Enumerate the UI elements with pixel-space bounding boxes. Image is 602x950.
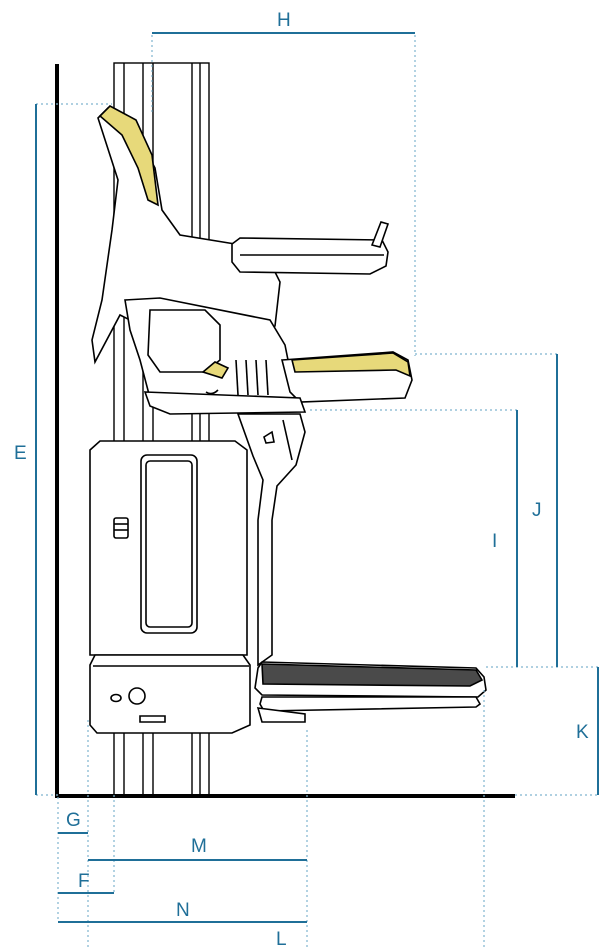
label-H: H bbox=[277, 10, 291, 31]
base-knob bbox=[128, 687, 146, 705]
wall-and-floor bbox=[55, 64, 515, 798]
dimension-lines bbox=[35, 32, 599, 923]
support-leg bbox=[236, 413, 306, 667]
label-K: K bbox=[576, 722, 589, 743]
seat bbox=[91, 105, 413, 415]
label-J: J bbox=[532, 500, 542, 521]
reference-lines bbox=[36, 35, 598, 950]
label-E: E bbox=[14, 443, 27, 464]
label-N: N bbox=[176, 900, 190, 921]
label-M: M bbox=[191, 836, 207, 857]
carriage-housing bbox=[89, 440, 251, 734]
label-F: F bbox=[78, 871, 90, 892]
footrest bbox=[254, 661, 487, 723]
label-L: L bbox=[276, 929, 287, 950]
label-G: G bbox=[66, 810, 81, 831]
label-I: I bbox=[492, 531, 497, 552]
carriage-vent bbox=[113, 517, 129, 539]
dimension-labels: H E J I K G M F N L bbox=[14, 10, 589, 950]
